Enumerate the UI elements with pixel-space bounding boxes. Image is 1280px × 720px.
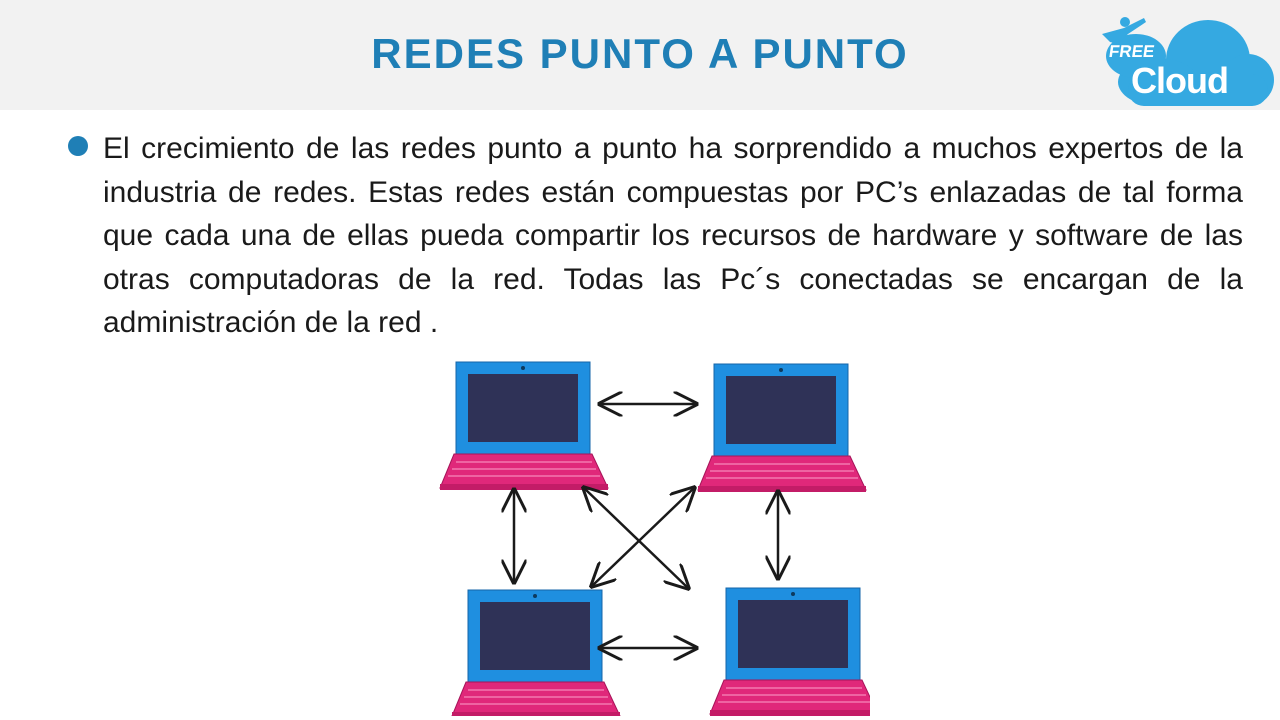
logo-free-text: FREE	[1107, 42, 1156, 61]
bullet-icon	[68, 136, 88, 156]
body-paragraph: El crecimiento de las redes punto a punt…	[103, 132, 1243, 339]
figure-icon	[1102, 17, 1146, 44]
connection-arrow	[584, 488, 688, 588]
laptop-icon	[451, 589, 621, 716]
logo-cloud-text: Cloud	[1131, 60, 1229, 101]
free-cloud-logo	[1102, 17, 1274, 106]
slide-title: REDES PUNTO A PUNTO	[371, 30, 909, 77]
laptop-icon	[439, 361, 609, 491]
laptop-icon	[697, 363, 867, 493]
laptop-icon	[709, 587, 870, 716]
connection-arrow	[592, 488, 694, 586]
header-band	[0, 0, 1280, 110]
peer-to-peer-diagram	[439, 361, 870, 716]
